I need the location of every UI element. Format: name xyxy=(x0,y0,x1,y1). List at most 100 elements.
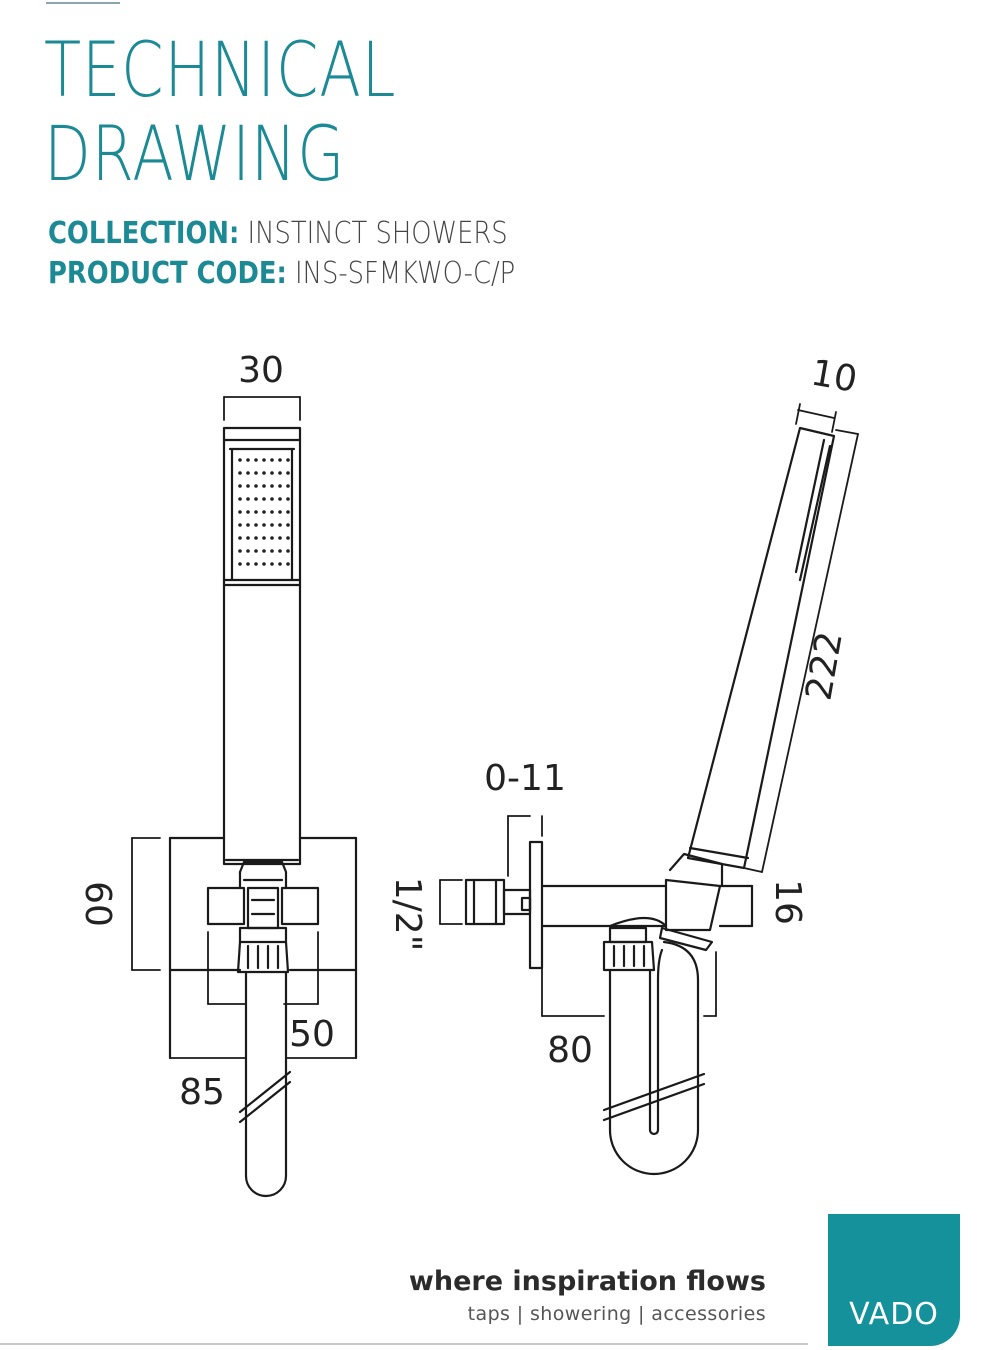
nozzle-dot xyxy=(254,497,258,501)
nozzle-dot xyxy=(254,536,258,540)
nozzle-dot xyxy=(238,549,242,553)
nozzle-dot xyxy=(286,471,290,475)
nozzle-dot xyxy=(286,523,290,527)
nozzle-dot xyxy=(278,523,282,527)
nozzle-dot xyxy=(254,510,258,514)
nozzle-dot xyxy=(254,484,258,488)
dim-label-85: 85 xyxy=(179,1072,225,1113)
dim-label-half-inch: 1/2" xyxy=(387,877,428,952)
product-code-value: INS-SFMKWO-C/P xyxy=(295,256,516,291)
nozzle-dot xyxy=(270,536,274,540)
nozzle-dot xyxy=(286,510,290,514)
dim-line-half-inch xyxy=(439,879,463,925)
product-code-label: PRODUCT CODE: xyxy=(48,256,287,291)
nozzle-dot xyxy=(246,471,250,475)
dim-line-30 xyxy=(223,396,301,421)
dim-line-222 xyxy=(743,429,859,873)
nozzle-dot xyxy=(286,549,290,553)
nozzle-dot xyxy=(254,471,258,475)
dim-label-10: 10 xyxy=(808,353,860,401)
nozzle-dot xyxy=(270,523,274,527)
nozzle-dot xyxy=(286,458,290,462)
side-arm xyxy=(540,884,754,928)
nozzle-dot xyxy=(286,536,290,540)
vado-logo: VADO xyxy=(828,1214,960,1346)
front-bracket xyxy=(206,860,320,974)
nozzle-dot xyxy=(262,523,266,527)
collection-row: COLLECTION: INSTINCT SHOWERS xyxy=(48,216,508,252)
side-holder xyxy=(658,852,724,952)
nozzle-dot xyxy=(278,510,282,514)
nozzle-dot xyxy=(278,549,282,553)
spray-nozzles xyxy=(238,458,290,566)
nozzle-dot xyxy=(246,458,250,462)
top-accent-rule xyxy=(46,2,120,4)
dim-label-0-11: 0-11 xyxy=(484,758,566,799)
nozzle-dot xyxy=(270,562,274,566)
nozzle-dot xyxy=(238,471,242,475)
title-line-1: TECHNICAL xyxy=(44,25,397,114)
nozzle-dot xyxy=(246,484,250,488)
dim-label-16: 16 xyxy=(767,879,808,925)
nozzle-dot xyxy=(254,562,258,566)
nozzle-dot xyxy=(270,484,274,488)
nozzle-dot xyxy=(278,497,282,501)
dim-line-10 xyxy=(795,403,837,433)
dim-label-50: 50 xyxy=(289,1014,335,1055)
nozzle-dot xyxy=(286,497,290,501)
dim-label-222: 222 xyxy=(799,629,851,704)
nozzle-dot xyxy=(246,549,250,553)
nozzle-dot xyxy=(238,497,242,501)
nozzle-dot xyxy=(246,523,250,527)
handset-body xyxy=(222,426,302,866)
dim-label-60: 60 xyxy=(77,881,118,927)
nozzle-dot xyxy=(238,536,242,540)
nozzle-dot xyxy=(286,484,290,488)
title-line-2: DRAWING xyxy=(44,109,346,198)
nozzle-dot xyxy=(262,536,266,540)
nozzle-dot xyxy=(246,510,250,514)
nozzle-dot xyxy=(238,510,242,514)
nozzle-dot xyxy=(262,497,266,501)
nozzle-dot xyxy=(278,536,282,540)
front-hose xyxy=(238,970,292,1198)
dim-line-50 xyxy=(207,931,319,1005)
nozzle-dot xyxy=(246,562,250,566)
nozzle-dot xyxy=(262,549,266,553)
nozzle-dot xyxy=(278,562,282,566)
nozzle-dot xyxy=(270,497,274,501)
nozzle-dot xyxy=(238,484,242,488)
dim-label-30: 30 xyxy=(238,350,284,391)
nozzle-dot xyxy=(270,471,274,475)
vado-logo-text: VADO xyxy=(849,1297,939,1332)
nozzle-dot xyxy=(286,562,290,566)
side-hose-nut xyxy=(602,926,656,972)
footer-rule xyxy=(0,1343,808,1345)
nozzle-dot xyxy=(238,458,242,462)
nozzle-dot xyxy=(246,497,250,501)
side-inlet xyxy=(464,878,532,926)
nozzle-dot xyxy=(262,471,266,475)
side-view xyxy=(439,403,859,1176)
nozzle-dot xyxy=(278,484,282,488)
collection-label: COLLECTION: xyxy=(48,216,240,251)
dim-label-80: 80 xyxy=(547,1030,593,1071)
nozzle-dot xyxy=(262,458,266,462)
nozzle-dot xyxy=(254,523,258,527)
nozzle-dot xyxy=(270,549,274,553)
nozzle-dot xyxy=(262,562,266,566)
product-code-row: PRODUCT CODE: INS-SFMKWO-C/P xyxy=(48,256,515,292)
nozzle-dot xyxy=(278,458,282,462)
front-wall-plate xyxy=(168,836,358,1060)
nozzle-dot xyxy=(238,562,242,566)
dim-line-80 xyxy=(541,951,717,1017)
front-view xyxy=(131,396,358,1198)
tagline-subline: taps | showering | accessories xyxy=(467,1303,766,1325)
nozzle-dot xyxy=(262,510,266,514)
page-title: TECHNICAL DRAWING xyxy=(44,28,396,196)
nozzle-dot xyxy=(254,549,258,553)
nozzle-dot xyxy=(262,484,266,488)
nozzle-dot xyxy=(270,458,274,462)
side-hose-loop xyxy=(602,940,706,1176)
